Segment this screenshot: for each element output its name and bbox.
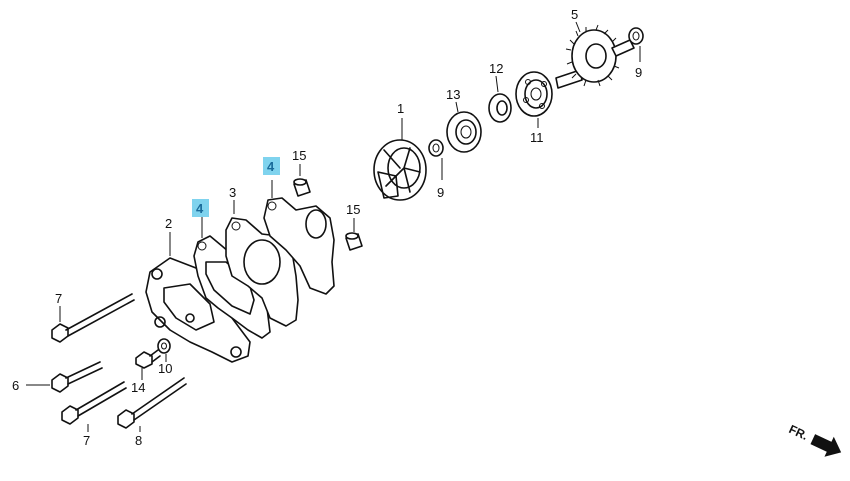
bearing-13 <box>446 111 482 153</box>
callout-9-right[interactable]: 9 <box>635 65 642 80</box>
impeller <box>373 139 427 201</box>
callout-7-upper[interactable]: 7 <box>55 291 62 306</box>
bolt-8 <box>117 377 187 429</box>
callout-10[interactable]: 10 <box>158 361 172 376</box>
washer-right <box>628 27 644 45</box>
front-label: FR. <box>787 422 810 443</box>
callout-1[interactable]: 1 <box>397 101 404 116</box>
callout-15-lower[interactable]: 15 <box>346 202 360 217</box>
bolt-6 <box>51 361 103 393</box>
washer-10 <box>157 338 171 354</box>
callout-4-upper[interactable]: 4 <box>267 159 275 174</box>
callout-4a-highlight <box>263 157 280 175</box>
callout-11[interactable]: 11 <box>530 130 544 145</box>
washer-mid <box>428 139 444 157</box>
callout-13[interactable]: 13 <box>446 87 460 102</box>
callout-9-mid[interactable]: 9 <box>437 185 444 200</box>
bolt-7-upper <box>51 293 135 343</box>
pump-shaft-gear <box>555 24 635 89</box>
callout-2[interactable]: 2 <box>165 216 172 231</box>
callout-4-lower[interactable]: 4 <box>196 201 204 216</box>
leader-lines <box>26 21 641 432</box>
callout-6[interactable]: 6 <box>12 378 19 393</box>
callout-3[interactable]: 3 <box>229 185 236 200</box>
callout-5[interactable]: 5 <box>571 7 578 22</box>
dowel-pin-lower <box>345 232 363 251</box>
callout-14[interactable]: 14 <box>131 380 145 395</box>
front-direction-indicator: FR. <box>787 422 842 457</box>
callout-12[interactable]: 12 <box>489 61 503 76</box>
callout-15-upper[interactable]: 15 <box>292 148 306 163</box>
bearing-11 <box>515 71 553 117</box>
arrow-right-icon <box>810 434 842 457</box>
callout-7-lower[interactable]: 7 <box>83 433 90 448</box>
dowel-pin-upper <box>293 178 311 197</box>
callout-8[interactable]: 8 <box>135 433 142 448</box>
seal-12 <box>488 93 512 123</box>
callout-4b-highlight <box>192 199 209 217</box>
drain-bolt-14 <box>135 349 161 369</box>
bolt-7-lower <box>61 381 127 425</box>
gasket-rear <box>263 197 335 295</box>
